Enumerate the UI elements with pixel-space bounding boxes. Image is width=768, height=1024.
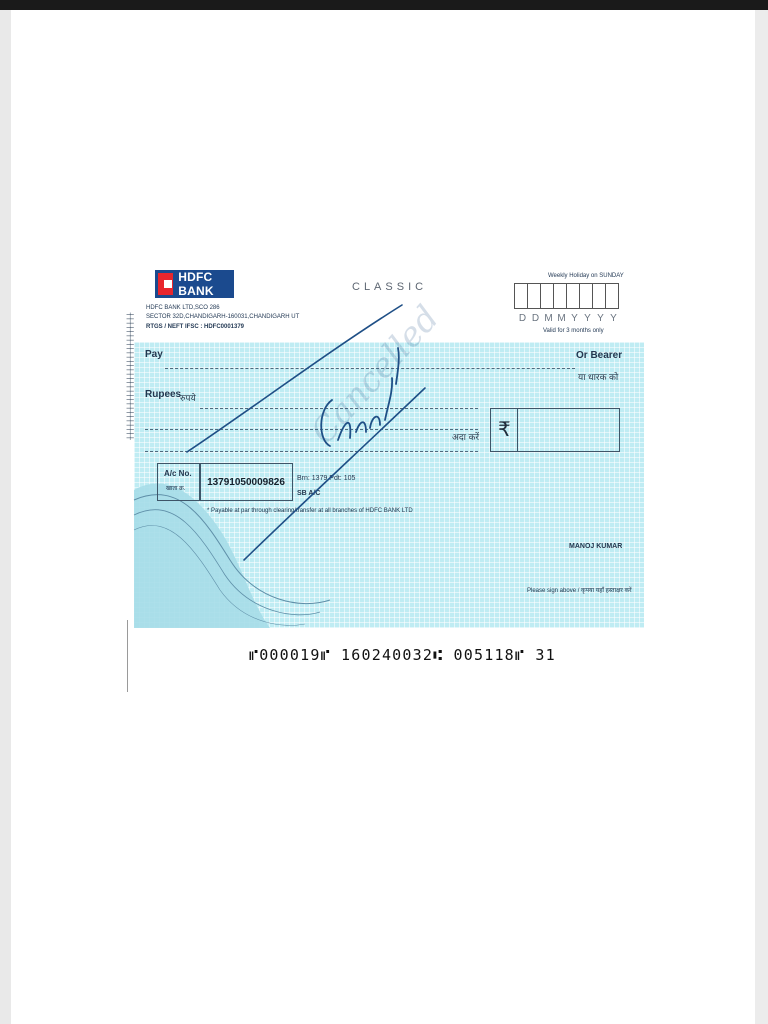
rupee-icon: ₹: [498, 417, 511, 441]
bank-address-line2: SECTOR 32D,CHANDIGARH-160031,CHANDIGARH …: [146, 314, 300, 320]
scan-right-border: [755, 10, 768, 1024]
micr-line: ⑈000019⑈ 160240032⑆ 005118⑈ 31: [249, 646, 556, 664]
date-box: [554, 284, 567, 308]
date-format-char: Y: [597, 313, 604, 324]
ifsc-code: RTGS / NEFT IFSC : HDFC0001379: [146, 324, 245, 330]
date-format-char: M: [544, 313, 553, 324]
rupees-hindi: रुपये: [180, 393, 196, 403]
ada-karen: अदा करें: [452, 432, 480, 442]
or-bearer-hindi: या धारक को: [578, 372, 619, 382]
pay-label: Pay: [145, 349, 163, 360]
amount-words-line-2: [145, 429, 478, 430]
validity-note: Valid for 3 months only: [543, 328, 604, 334]
scan-left-border: [0, 10, 11, 1024]
signatory-name: MANOJ KUMAR: [569, 543, 623, 550]
rupees-label: Rupees: [145, 389, 182, 400]
date-box: [580, 284, 593, 308]
account-type: SB A/C: [297, 490, 321, 497]
amount-box-divider: [517, 409, 518, 451]
bank-address-line1: HDFC BANK LTD,SCO 286: [146, 305, 220, 311]
date-format-char: D: [531, 313, 540, 324]
cheque-body: [134, 342, 644, 628]
date-format-char: D: [518, 313, 527, 324]
cheque-cut-edge: [127, 620, 128, 692]
logo-text: HDFC BANK: [178, 270, 214, 298]
account-label-box: A/c No. खाता क्र.: [157, 463, 201, 501]
date-format-char: Y: [571, 313, 578, 324]
product-name: CLASSIC: [352, 281, 428, 293]
date-box: [541, 284, 554, 308]
ac-no-label: A/c No.: [164, 469, 192, 478]
branch-code: Brn: 1379 Pdt: 105: [297, 475, 356, 482]
amount-words-line: [200, 408, 478, 409]
amount-words-line-3: [145, 451, 478, 452]
ac-no-hindi: खाता क्र.: [166, 486, 186, 492]
cancelled-word: Cancelled: [303, 298, 447, 452]
holiday-note: Weekly Holiday on SUNDAY: [548, 273, 624, 279]
date-format-char: Y: [610, 313, 617, 324]
date-box: [528, 284, 541, 308]
or-bearer-label: Or Bearer: [576, 350, 623, 361]
date-boxes: [514, 283, 619, 309]
payable-note: * Payable at par through clearing/transf…: [207, 508, 413, 514]
date-format-char: Y: [584, 313, 591, 324]
date-box: [593, 284, 606, 308]
date-format: D D M M Y Y Y Y: [516, 313, 620, 324]
hdfc-logo: HDFC BANK: [155, 270, 234, 298]
hdfc-logo-mark-icon: [158, 273, 174, 295]
date-box: [567, 284, 580, 308]
scan-top-border: [0, 0, 768, 10]
date-format-char: M: [557, 313, 566, 324]
sign-note: Please sign above / कृपया यहाँ हस्ताक्षर…: [527, 588, 632, 594]
payee-line: [165, 368, 575, 369]
account-number: 13791050009826: [199, 463, 293, 501]
amount-figures-box: ₹: [490, 408, 620, 452]
date-box: [515, 284, 528, 308]
